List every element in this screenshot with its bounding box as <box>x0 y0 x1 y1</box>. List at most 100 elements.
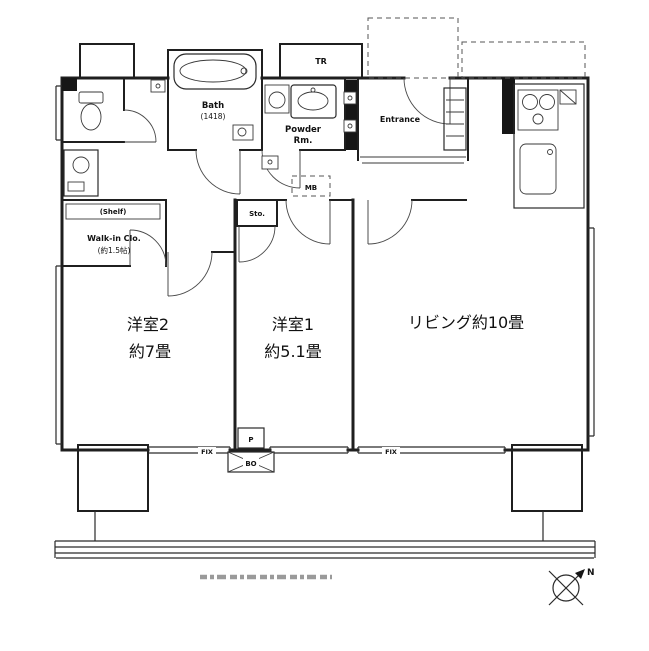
entrance-door-arc <box>403 77 451 125</box>
bottom-center-marks: P BO FIX FIX <box>198 427 400 473</box>
washer-drum-icon <box>268 91 286 109</box>
wall-double-upper-left <box>55 85 62 141</box>
washbasin-bowl-icon <box>72 156 90 174</box>
outer-walls <box>60 76 590 452</box>
meter-box-label: MB <box>305 184 317 192</box>
storage-box <box>236 199 278 227</box>
meter-box-outline <box>291 175 331 197</box>
hallway: MB <box>150 79 331 197</box>
fix-left-bg <box>198 447 216 455</box>
fix-right-label: FIX <box>385 448 397 456</box>
closet-door-arc <box>129 229 167 267</box>
stove-burner-icon <box>532 113 544 125</box>
pipe-label: P <box>248 436 253 444</box>
louver-label-bg <box>243 457 259 468</box>
closet-size-label: (約1.5帖) <box>98 245 131 255</box>
top-left-alcove <box>79 43 135 79</box>
windows <box>55 85 595 454</box>
kitchen-sink <box>519 143 557 195</box>
fix-left-label: FIX <box>201 448 213 456</box>
toilet-room <box>61 77 157 143</box>
window-living-right <box>588 227 595 437</box>
wall-device-dot-icon <box>155 83 161 89</box>
walk-in-closet: (Shelf) Walk-in Clo. (約1.5帖) <box>61 199 167 267</box>
entrance-walls <box>357 77 469 161</box>
window-living-bottom <box>357 446 506 454</box>
trunk-room <box>279 43 363 79</box>
living-door-arc <box>367 199 413 245</box>
balcony-column-right <box>511 444 583 512</box>
stove-burner-icon <box>522 94 538 110</box>
stove-burner-icon <box>539 94 555 110</box>
bath-size-label: (1418) <box>201 112 226 121</box>
entrance-label: Entrance <box>380 115 421 124</box>
closet-shelf-label: (Shelf) <box>100 208 127 216</box>
toilet-tank <box>78 91 104 104</box>
compass-cross <box>548 570 584 606</box>
fix-right-bg <box>382 447 400 455</box>
closet-shelf <box>65 203 161 220</box>
balcony-column-posts <box>94 511 544 541</box>
compass-arrowhead-icon <box>575 569 585 579</box>
entrance-area: Entrance <box>343 77 469 164</box>
toilet-walls <box>61 77 125 143</box>
bathtub-faucet-icon <box>240 67 248 75</box>
storage-closet: Sto. <box>236 199 278 263</box>
balcony-railing <box>54 540 596 559</box>
louver-label: BO <box>245 460 256 468</box>
bath-counter-icon <box>232 124 254 141</box>
washbasin-nook <box>63 149 99 197</box>
powder-faucet-icon <box>310 87 316 93</box>
compass-circle <box>552 574 580 602</box>
balcony <box>54 444 596 559</box>
toilet-door-arc <box>123 109 157 143</box>
meter-box-icon <box>343 119 357 133</box>
hall-switch-box-icon <box>261 155 279 170</box>
compass: N <box>548 568 595 606</box>
trunk-room-label: TR <box>315 57 327 66</box>
bedroom1-size-label: 約5.1畳 <box>264 342 321 361</box>
closet-label: Walk-in Clo. <box>87 234 141 243</box>
bedroom2-size-label: 約7畳 <box>129 342 171 361</box>
powder-room: Powder Rm. <box>261 77 346 189</box>
washbasin-cabinet <box>67 181 85 192</box>
storage-door-arc <box>238 225 276 263</box>
entrance-step-lines <box>360 156 466 164</box>
powder-label-line1: Powder <box>285 125 322 135</box>
corner-pillar <box>62 78 77 91</box>
bedroom2-label: 洋室2 <box>127 315 169 334</box>
washbasin-counter <box>63 149 99 197</box>
stove <box>517 89 559 131</box>
closet-walls <box>61 199 167 267</box>
bath-label: Bath <box>202 101 224 111</box>
meter-dot-icon <box>347 123 353 129</box>
bath-drain-icon <box>237 127 247 137</box>
bedroom1-door-arc <box>285 199 331 245</box>
switch-dot-icon <box>347 95 353 101</box>
toilet-icon <box>80 103 102 131</box>
powder-walls <box>299 77 346 151</box>
switch-box-icon <box>343 91 357 105</box>
washer-pan <box>264 84 290 114</box>
pipe-box <box>237 427 265 449</box>
bedroom1-label: 洋室1 <box>272 315 314 334</box>
wall-device-icon <box>150 79 166 93</box>
kitchen-counter <box>513 83 585 209</box>
kitchen <box>513 83 585 209</box>
room-labels: 洋室2 約7畳 洋室1 約5.1畳 リビング約10畳 <box>127 313 524 361</box>
plumbing-pillar <box>346 80 358 150</box>
kitchen-pillar <box>502 78 515 134</box>
bath-door-arc <box>195 149 241 195</box>
powder-sink-icon <box>297 91 329 111</box>
hall-switch-dot-icon <box>267 159 273 165</box>
bathroom: Bath (1418) <box>167 49 263 195</box>
bath-walls <box>167 49 263 151</box>
storage-label: Sto. <box>249 210 265 218</box>
kitchen-hatch-box <box>559 89 577 105</box>
shoe-cabinet <box>443 87 467 151</box>
sink-faucet-icon <box>547 149 553 155</box>
overhang-dashed-left <box>367 17 459 79</box>
bedroom2-door-arc <box>167 251 213 297</box>
